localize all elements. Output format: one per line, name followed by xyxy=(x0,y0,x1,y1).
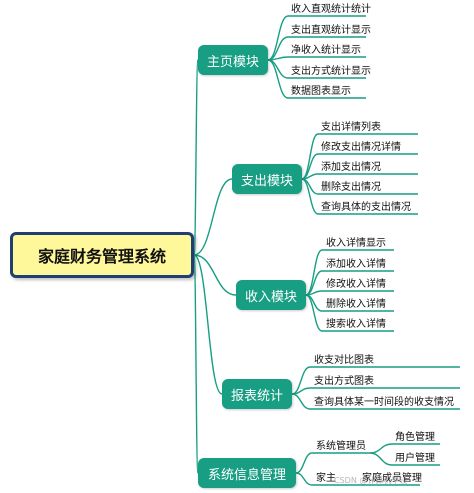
leaf-income-2: 添加收入详情 xyxy=(326,259,386,270)
leaf-home-1: 收入直观统计统计 xyxy=(291,4,371,15)
root-link-3 xyxy=(193,254,223,395)
module-link-1-4 xyxy=(301,178,319,215)
leaf-admin-user: 用户管理 xyxy=(395,453,435,464)
leaf-report-1: 收支对比图表 xyxy=(314,355,374,366)
module-link-2-4 xyxy=(305,294,323,332)
module-link-1-0 xyxy=(301,133,319,180)
leaf-home-4: 支出方式统计显示 xyxy=(291,66,371,77)
leaf-system-admin: 系统管理员 xyxy=(316,441,366,452)
leaf-report-2: 支出方式图表 xyxy=(314,376,374,387)
module-link-3-0 xyxy=(291,366,311,395)
sub-link-admin-1 xyxy=(369,452,393,466)
root-node: 家庭财务管理系统 xyxy=(10,232,194,278)
module-link-3-2 xyxy=(291,393,311,410)
module-income: 收入模块 xyxy=(236,280,306,310)
module-system-info: 系统信息管理 xyxy=(198,458,296,488)
leaf-home-2: 支出直观统计显示 xyxy=(291,25,371,36)
leaf-income-5: 搜索收入详情 xyxy=(326,319,386,330)
root-link-0 xyxy=(193,59,199,256)
module-link-3-1 xyxy=(291,387,311,395)
module-link-0-3 xyxy=(267,59,289,79)
leaf-expense-5: 查询具体的支出情况 xyxy=(321,202,411,213)
leaf-home-3: 净收入统计显示 xyxy=(291,45,361,56)
leaf-home-5: 数据图表显示 xyxy=(291,86,351,97)
module-link-4-0 xyxy=(295,452,313,474)
leaf-expense-4: 删除支出情况 xyxy=(321,182,381,193)
watermark: CSDN @计算机毕设 xyxy=(334,476,408,485)
root-link-4 xyxy=(193,254,199,474)
leaf-income-4: 删除收入详情 xyxy=(326,299,386,310)
root-link-2 xyxy=(193,254,237,296)
module-link-4-1 xyxy=(295,472,313,486)
root-link-1 xyxy=(193,178,233,256)
leaf-expense-3: 添加支出情况 xyxy=(321,162,381,173)
leaf-expense-1: 支出详情列表 xyxy=(321,122,381,133)
sub-link-admin-0 xyxy=(369,443,393,454)
leaf-owner-family: 家庭成员管理 xyxy=(362,473,422,484)
leaf-income-3: 修改收入详情 xyxy=(326,279,386,290)
leaf-income-1: 收入详情显示 xyxy=(326,238,386,249)
module-link-0-4 xyxy=(267,59,289,99)
leaf-expense-2: 修改支出情况详情 xyxy=(321,142,401,153)
module-report: 报表统计 xyxy=(222,379,292,409)
module-home: 主页模块 xyxy=(198,45,268,75)
module-expense: 支出模块 xyxy=(232,164,302,194)
leaf-admin-role: 角色管理 xyxy=(395,432,435,443)
leaf-report-3: 查询具体某一时间段的收支情况 xyxy=(314,397,454,408)
leaf-system-owner: 家主 xyxy=(316,473,336,484)
module-link-0-0 xyxy=(267,15,289,61)
